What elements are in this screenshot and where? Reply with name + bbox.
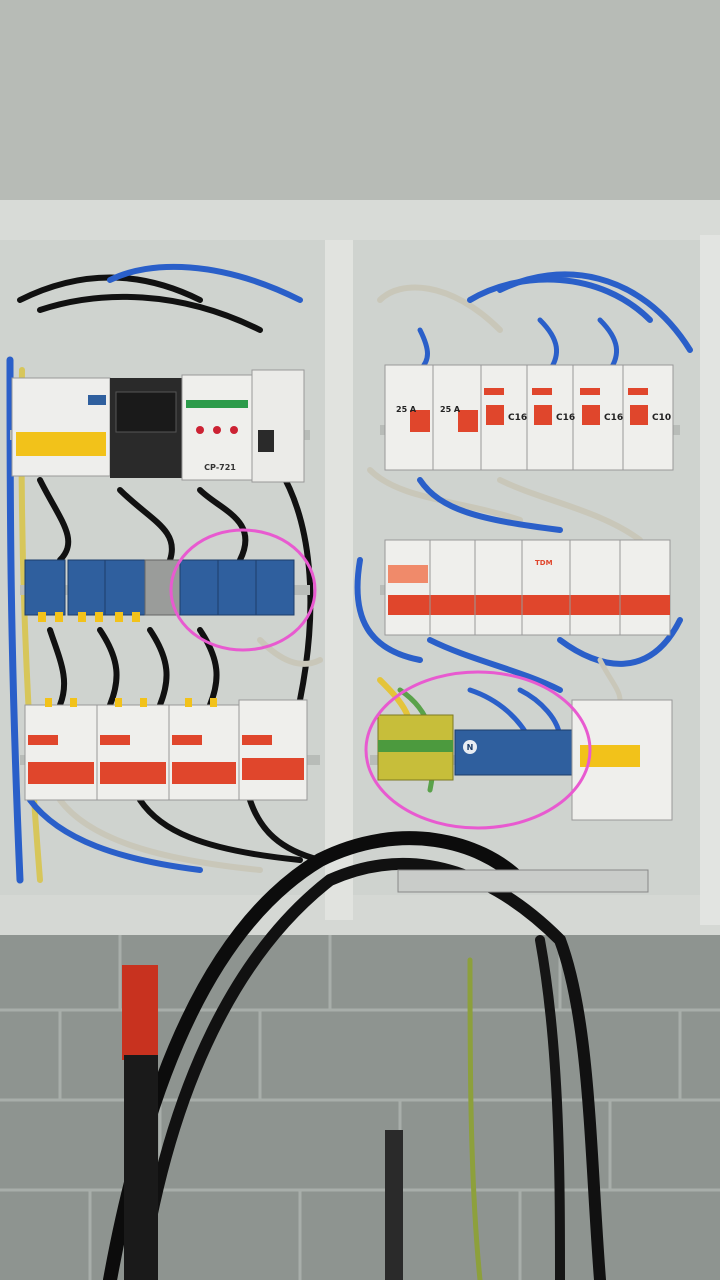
cabinet-right-door-edge (700, 235, 720, 925)
highlight-circle-bus-bars (364, 670, 592, 830)
plaster-wall (0, 0, 720, 230)
rcd-right (571, 699, 673, 821)
black-conduit (124, 1055, 158, 1280)
breakers-row-2-right (384, 539, 671, 636)
breakers-row-1-right (384, 364, 674, 471)
contactor (110, 378, 182, 478)
neutral-bus-bar: N (454, 729, 576, 776)
cabinet-center-divider (325, 240, 353, 920)
cabinet-top-rail (0, 200, 720, 240)
earth-bus-bar (377, 714, 454, 781)
relay-model-label: СР-721 (204, 463, 236, 472)
main-breaker-left (11, 377, 111, 477)
breaker-label-25a-1: 25 A (396, 405, 417, 414)
breakers-row-3-left (24, 699, 308, 801)
brand-label-row2: TDM (535, 559, 553, 567)
breaker-label-c16-1: C16 (508, 413, 527, 423)
yellow-terminal-caps-row3 (45, 698, 217, 707)
yellow-terminal-caps-left (38, 612, 140, 622)
brick-wall (0, 930, 720, 1280)
breaker-label-c10: C10 (652, 413, 671, 423)
highlight-circle-terminals (169, 528, 317, 652)
rebar (385, 1130, 403, 1280)
cabinet-bottom-rail (0, 895, 720, 935)
breaker-label-25a-2: 25 A (440, 405, 461, 414)
mounting-bracket (397, 869, 649, 893)
rcd-left (251, 369, 305, 483)
neutral-mark: N (467, 743, 474, 752)
breaker-label-c16-2: C16 (556, 413, 575, 423)
voltage-relay: СР-721 (181, 374, 253, 481)
breaker-label-c16-3: C16 (604, 413, 623, 423)
red-conduit (122, 965, 158, 1060)
terminal-blocks-row-2-left (24, 559, 295, 616)
